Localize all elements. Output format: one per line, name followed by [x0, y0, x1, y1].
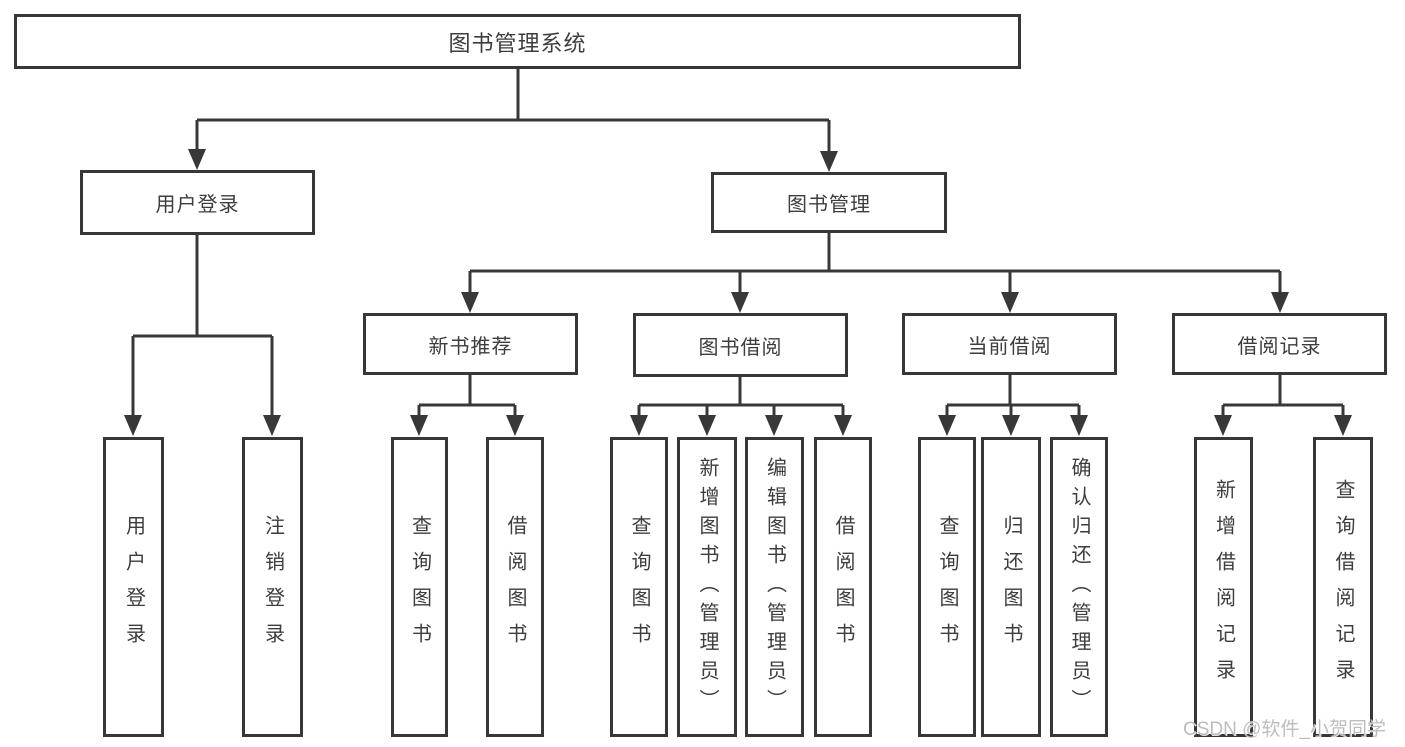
node-book-borrow: 图书借阅	[633, 313, 848, 377]
connector-user-login-to-leaves	[124, 234, 281, 436]
leaf-confirm-return-admin: 确认归还（管理员）	[1050, 437, 1108, 737]
leaf-add-borrow-record: 新增借阅记录	[1194, 437, 1253, 737]
node-library-system: 图书管理系统	[14, 14, 1021, 69]
leaf-query-books-recommend: 查询图书	[391, 437, 448, 737]
node-new-book-recommend: 新书推荐	[363, 313, 578, 375]
csdn-watermark: CSDN @软件_小贺同学	[1183, 719, 1386, 740]
leaf-user-login: 用户登录	[103, 437, 164, 737]
connector-book-borrow-to-leaves	[630, 377, 852, 436]
leaf-borrow-books-recommend: 借阅图书	[486, 437, 544, 737]
node-user-login: 用户登录	[80, 170, 315, 235]
node-current-borrow: 当前借阅	[902, 313, 1117, 375]
leaf-query-books-borrow: 查询图书	[610, 437, 668, 737]
leaf-return-books: 归还图书	[981, 437, 1041, 737]
leaf-query-borrow-record: 查询借阅记录	[1313, 437, 1373, 737]
leaf-add-book-admin: 新增图书（管理员）	[677, 437, 737, 737]
node-book-management: 图书管理	[711, 172, 947, 233]
connector-book-mgmt-to-level3	[461, 233, 1289, 313]
leaf-edit-book-admin: 编辑图书（管理员）	[745, 437, 804, 737]
leaf-borrow-books-borrow: 借阅图书	[814, 437, 872, 737]
node-borrow-records: 借阅记录	[1172, 313, 1387, 375]
connector-borrow-records-to-leaves	[1214, 375, 1352, 436]
connector-new-book-rec-to-leaves	[410, 375, 524, 436]
connector-current-borrow-to-leaves	[938, 375, 1088, 436]
connector-root-to-level2	[188, 68, 838, 172]
leaf-query-books-current: 查询图书	[918, 437, 976, 737]
leaf-logout: 注销登录	[242, 437, 303, 737]
